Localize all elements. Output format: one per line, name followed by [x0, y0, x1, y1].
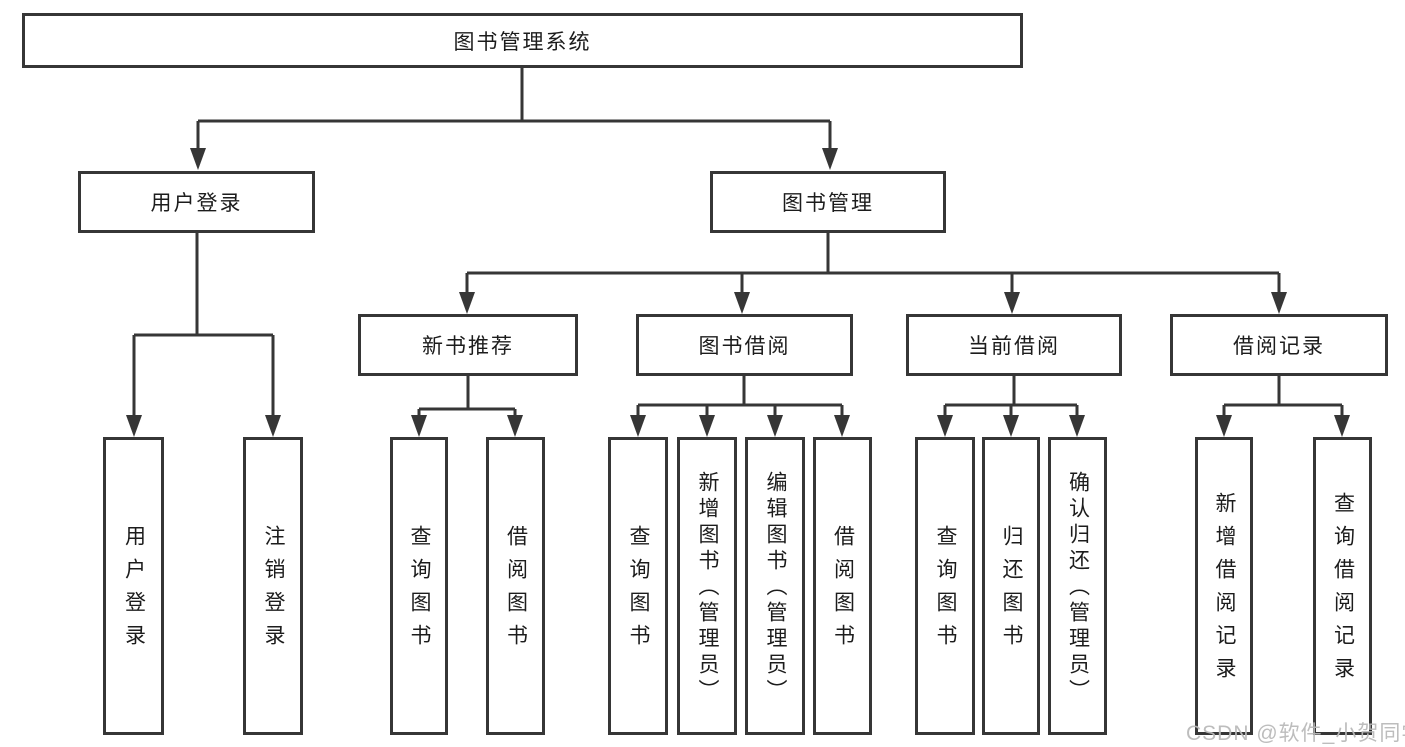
arrow-current-leaf1	[937, 415, 953, 437]
leaf-add-book-admin: 新增图书（管理员）	[677, 437, 737, 735]
arrow-borrow-leaf1	[630, 415, 646, 437]
arrow-records	[1271, 292, 1287, 314]
arrow-login-leaf1	[126, 415, 142, 437]
arrow-login	[190, 148, 206, 170]
node-book-borrow: 图书借阅	[636, 314, 853, 376]
leaf-user-login: 用户登录	[103, 437, 164, 735]
leaf-logout: 注销登录	[243, 437, 303, 735]
node-new-book-recommend: 新书推荐	[358, 314, 578, 376]
leaf-query-borrow-record: 查询借阅记录	[1313, 437, 1372, 735]
leaf-query-books-borrow: 查询图书	[608, 437, 668, 735]
arrow-borrow-leaf3	[767, 415, 783, 437]
arrow-manage	[822, 148, 838, 170]
arrow-records-leaf1	[1216, 415, 1232, 437]
arrow-current	[1004, 292, 1020, 314]
arrow-login-leaf2	[265, 415, 281, 437]
node-book-management: 图书管理	[710, 171, 946, 233]
arrow-recommend	[459, 292, 475, 314]
leaf-query-books-recommend: 查询图书	[390, 437, 448, 735]
node-current-borrow: 当前借阅	[906, 314, 1122, 376]
leaf-add-borrow-record: 新增借阅记录	[1195, 437, 1253, 735]
arrow-recommend-leaf1	[411, 415, 427, 437]
node-library-system: 图书管理系统	[22, 13, 1023, 68]
csdn-watermark: CSDN @软件_小贺同学	[1186, 722, 1405, 745]
arrow-current-leaf2	[1003, 415, 1019, 437]
arrow-borrow-leaf4	[834, 415, 850, 437]
leaf-borrow-books-recommend: 借阅图书	[486, 437, 545, 735]
arrow-current-leaf3	[1069, 415, 1085, 437]
arrow-records-leaf2	[1334, 415, 1350, 437]
leaf-query-books-current: 查询图书	[915, 437, 975, 735]
arrow-borrow-leaf2	[699, 415, 715, 437]
leaf-borrow-books-borrow: 借阅图书	[813, 437, 872, 735]
arrow-borrow	[734, 292, 750, 314]
leaf-edit-book-admin: 编辑图书（管理员）	[745, 437, 805, 735]
node-borrow-records: 借阅记录	[1170, 314, 1388, 376]
leaf-confirm-return-admin: 确认归还（管理员）	[1048, 437, 1107, 735]
leaf-return-book: 归还图书	[982, 437, 1040, 735]
arrow-recommend-leaf2	[507, 415, 523, 437]
node-user-login: 用户登录	[78, 171, 315, 233]
